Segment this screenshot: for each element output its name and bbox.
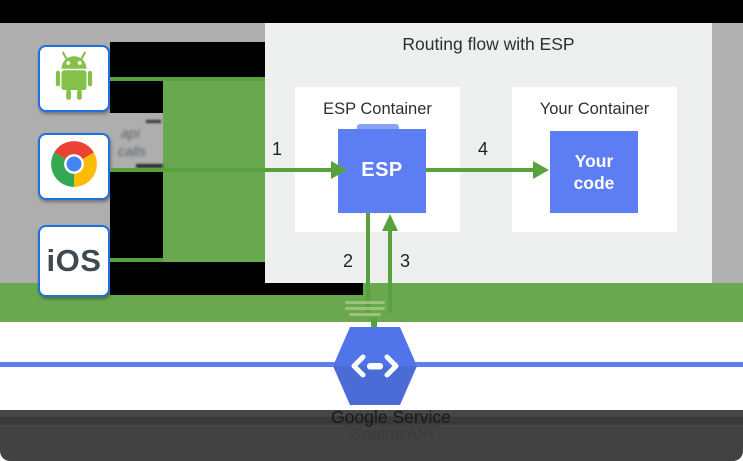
ios-label: iOS — [46, 243, 102, 278]
esp-node: ESP — [338, 129, 426, 213]
green-connector-stub — [371, 318, 377, 328]
your-code-node: Your code — [550, 131, 638, 213]
ios-client-box: iOS — [38, 225, 110, 297]
chrome-client-box — [38, 133, 110, 200]
chrome-icon — [49, 139, 99, 194]
bottom-dark-footer — [0, 410, 743, 461]
esp-container-title: ESP Container — [323, 100, 432, 118]
arrow-3-head-up — [382, 214, 398, 231]
cloud-endpoints-hexagon-icon — [330, 324, 420, 413]
api-calls-blurred-text: api — [121, 125, 140, 141]
your-code-label-line1: Your — [574, 151, 614, 171]
arrow-1-head — [331, 161, 347, 179]
step-label-4: 4 — [477, 139, 489, 159]
arrow-4-head — [533, 161, 549, 179]
android-connector-line — [110, 77, 265, 81]
your-code-label-line2: code — [573, 173, 615, 193]
api-calls-blurred-text: calls — [118, 143, 147, 159]
arrow-line-3-up — [388, 231, 392, 313]
service-label-line1: Google Service — [331, 407, 451, 427]
android-client-box — [38, 45, 110, 112]
light-green-dash — [345, 301, 385, 304]
right-gray-background — [712, 23, 743, 283]
top-black-bar — [0, 0, 743, 23]
esp-node-shadow-tab — [357, 124, 399, 133]
request-arrow-line-1 — [110, 168, 332, 172]
blur-artifact — [136, 164, 163, 168]
request-arrow-line-4 — [426, 168, 534, 172]
arrow-line-2-down — [366, 213, 370, 313]
step-label-2: 2 — [342, 251, 354, 271]
your-container-title: Your Container — [539, 100, 650, 118]
black-patch — [265, 283, 363, 295]
step-label-1: 1 — [271, 139, 283, 159]
diagram-title: Routing flow with ESP — [402, 34, 575, 54]
ios-connector-line — [110, 258, 163, 262]
step-label-3: 3 — [399, 251, 411, 271]
blur-artifact — [146, 120, 161, 123]
android-icon — [51, 50, 97, 107]
service-label-line2: Control API — [350, 425, 434, 443]
black-patch — [110, 262, 265, 295]
light-green-dash — [349, 313, 381, 316]
light-green-dash — [345, 307, 385, 310]
black-patch — [110, 172, 163, 262]
